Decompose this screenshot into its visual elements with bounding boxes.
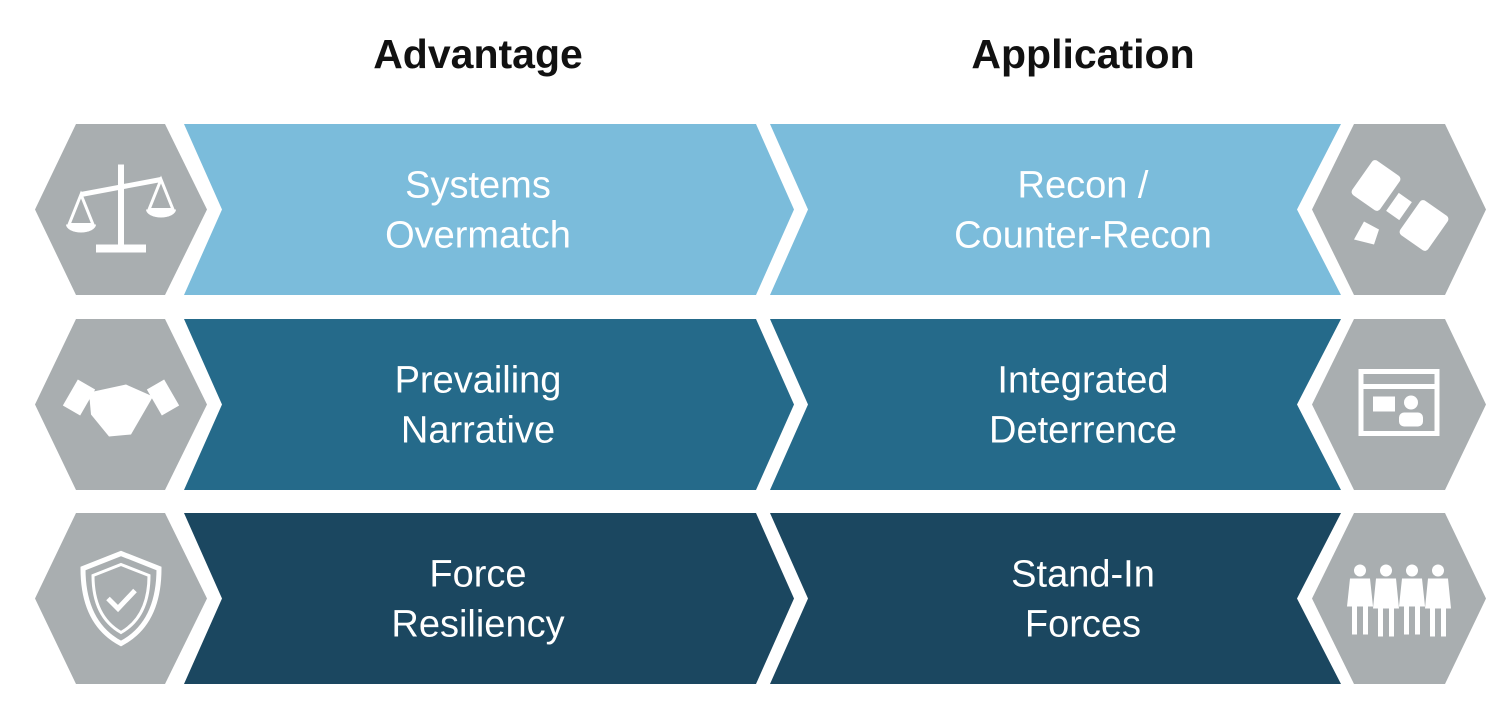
application-chevron [770,513,1341,684]
advantage-label-line: Systems [405,165,551,207]
video-conference-icon [1358,369,1440,436]
application-label-line: Recon / [1018,165,1149,207]
handshake-icon [62,379,180,437]
advantage-label-line: Narrative [401,410,555,452]
application-label-line: Integrated [997,360,1168,402]
advantage-chevron [184,124,794,295]
right-hexagon [1312,513,1486,684]
satellite-icon [1351,160,1449,251]
application-chevron [770,124,1341,295]
header-application: Application [971,31,1194,77]
header-advantage: Advantage [373,31,583,77]
application-label-line: Stand-In [1011,554,1155,596]
application-label-line: Forces [1025,604,1141,646]
advantage-label-line: Force [429,554,526,596]
application-label-line: Deterrence [989,410,1177,452]
shield-check-icon [80,550,162,647]
left-hexagon [35,513,207,684]
application-label-line: Counter-Recon [954,215,1212,257]
advantage-chevron [184,319,794,490]
advantage-label-line: Prevailing [395,360,562,402]
scales-icon [66,164,176,253]
people-group-icon [1347,564,1451,637]
advantage-label-line: Resiliency [391,604,564,646]
advantage-chevron [184,513,794,684]
right-hexagon [1312,319,1486,490]
application-chevron [770,319,1341,490]
advantage-label-line: Overmatch [385,215,571,257]
